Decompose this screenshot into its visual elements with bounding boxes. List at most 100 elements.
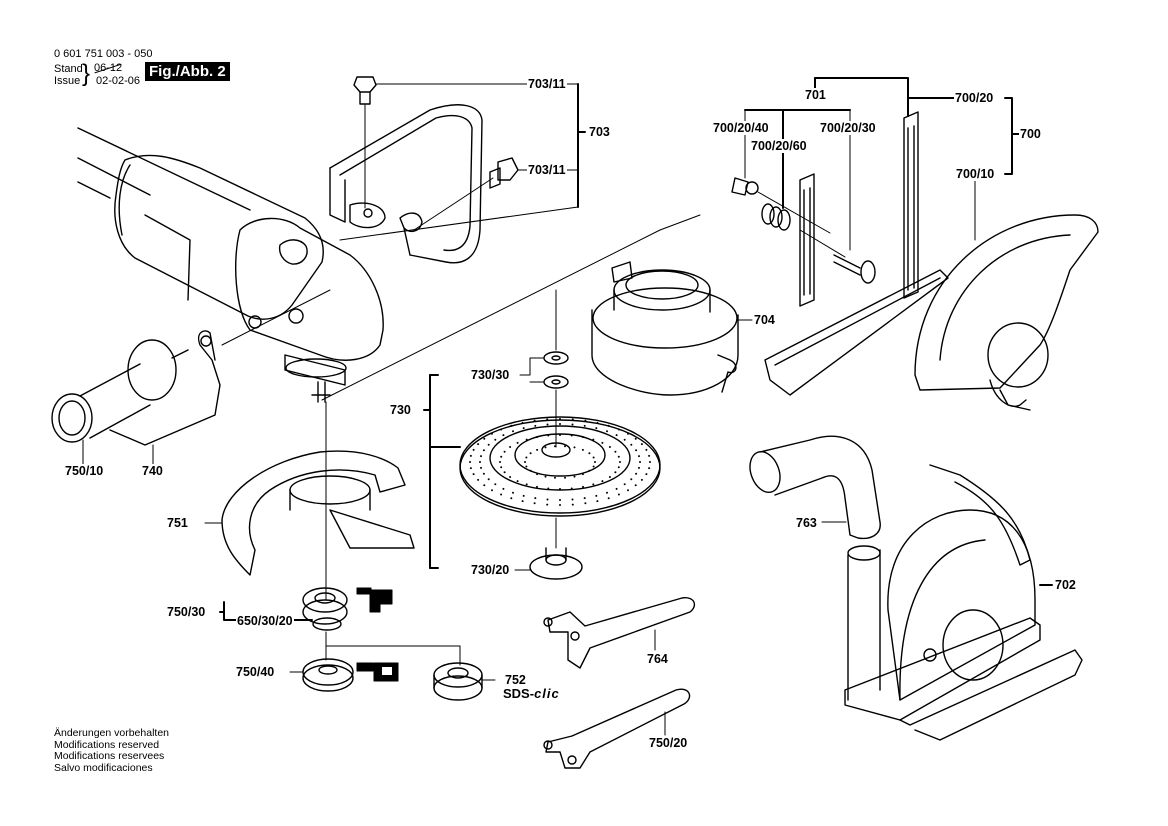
pad-hole [640,443,643,446]
label-751: 751 [166,516,189,530]
pad-hole [638,455,640,458]
stand-label: Stand [54,63,83,75]
label-700-20-60: 700/20/60 [750,139,808,153]
label-700-20-30: 700/20/30 [819,121,877,135]
pad-hole [494,438,497,441]
label-702: 702 [1054,578,1077,592]
pad-hole [472,448,475,451]
pad-hole [581,473,584,476]
quick-nut-752 [433,662,483,701]
pad-hole [483,437,486,440]
pad-hole [554,445,556,448]
pad-hole [592,456,595,459]
pad-hole [536,448,539,451]
pad-hole [529,452,532,455]
screw-703-11-top [353,76,377,105]
pad-hole [499,461,501,463]
pad-hole [469,467,472,470]
pad-hole [588,469,591,472]
pad-hole [546,503,549,506]
pad-hole [512,491,514,494]
pad-hole [509,476,512,478]
pad-hole [627,489,629,492]
pad-hole [491,489,493,492]
pad-hole [570,487,573,490]
label-650-30-20: 650/30/20 [236,614,294,628]
pad-hole [601,480,604,483]
spanner-764 [543,597,696,669]
pad-hole [525,438,528,441]
pad-hole [638,466,640,469]
pad-hole [649,461,651,463]
pad-hole [592,483,595,486]
pad-hole [630,443,633,446]
pad-hole [583,497,586,500]
pad-hole [480,455,482,458]
pad-hole [596,421,599,424]
pad-hole [477,443,480,446]
clamp-nut-730-20 [529,547,583,580]
pad-hole [634,437,637,440]
label-763: 763 [795,516,818,530]
pad-hole [487,478,490,481]
pad-hole [510,497,513,500]
pad-hole [614,450,617,453]
pad-hole [525,483,528,486]
pad-hole [559,488,561,490]
pad-hole [571,418,574,421]
pad-hole [596,500,599,503]
figure-label: Fig./Abb. 2 [145,62,230,81]
pad-hole [509,446,512,448]
pad-hole [482,449,485,452]
label-730-30: 730/30 [470,368,511,382]
washers-730-30 [543,351,569,389]
pad-hole [606,430,608,433]
label-704: 704 [753,313,776,327]
brace-symbol: } [82,60,91,87]
pad-hole [571,498,574,501]
issue-label: Issue [54,75,81,87]
backing-pad-holes [469,418,651,506]
pad-hole [619,461,621,463]
carriage-bolt-700-20-30 [833,254,876,284]
cutting-guard-700-10 [914,214,1099,411]
flange-orientation-icons [356,587,399,682]
note-de: Änderungen vorbehalten [54,727,170,739]
pad-hole [533,419,536,422]
pad-hole [521,421,524,424]
pad-hole [559,423,561,425]
pad-hole [614,471,617,474]
parallel-guide-701 [764,111,949,396]
pad-hole [503,471,506,474]
pad-hole [534,424,537,427]
pad-hole [547,487,550,490]
pad-hole [617,428,620,431]
pad-hole [623,483,626,486]
note-fr: Modifications reservees [54,750,165,762]
pad-hole [592,465,595,468]
pad-hole [536,436,538,439]
pad-hole [606,491,608,494]
pad-hole [635,449,638,452]
pad-hole [645,448,648,451]
old-date-crossed: 06-12 [94,62,123,74]
label-750-20: 750/20 [648,736,689,750]
spanner-750-20 [543,688,691,769]
pad-hole [500,455,503,458]
pad-hole [525,456,528,459]
pad-hole [640,478,643,481]
label-750-40: 750/40 [235,665,276,679]
pad-hole [564,445,566,448]
pad-hole [583,424,586,427]
pad-hole [582,485,584,488]
pad-hole [480,466,482,469]
pad-hole [536,485,538,488]
pad-hole [581,448,584,451]
pad-hole [630,478,633,481]
bracket-740 [109,330,221,446]
sds-clic-logo: SDS-clic [503,686,560,701]
bow-handle-703 [329,104,483,264]
pad-hole [544,446,547,449]
pad-hole [559,418,561,420]
